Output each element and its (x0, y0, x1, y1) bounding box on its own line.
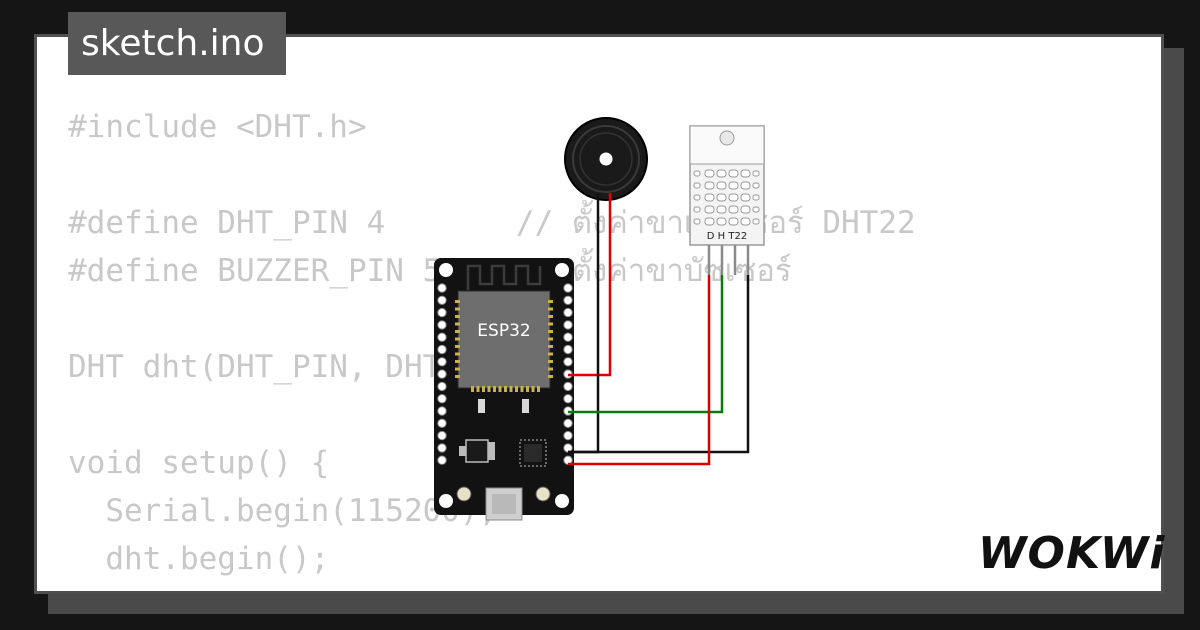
sensor-vents (693, 169, 760, 226)
wokwi-logo: WOKWi (978, 528, 1166, 579)
wire-red-sensor (568, 275, 711, 466)
wire-red-buzzer (568, 193, 612, 377)
esp32-board[interactable]: ESP32 (434, 258, 574, 521)
buzzer[interactable] (564, 117, 648, 201)
dht22-sensor[interactable]: D H T22 (689, 125, 765, 275)
wire-green-sensor (568, 275, 724, 414)
code-line: pinMode(BUZZER_PIN, OUTPUT); (68, 583, 916, 591)
sensor-label: D H T22 (707, 231, 747, 242)
file-tab[interactable]: sketch.ino (68, 12, 286, 75)
module-pads (455, 300, 553, 392)
code-line: dht.begin(); (68, 541, 330, 577)
wire-black-sensor (568, 275, 750, 454)
code-line: #include <DHT.h> (68, 109, 367, 145)
chip-label: ESP32 (477, 321, 530, 341)
code-line: void setup() { (68, 445, 330, 481)
code-line: Serial.begin(115200); (68, 493, 498, 529)
wires (568, 193, 750, 466)
